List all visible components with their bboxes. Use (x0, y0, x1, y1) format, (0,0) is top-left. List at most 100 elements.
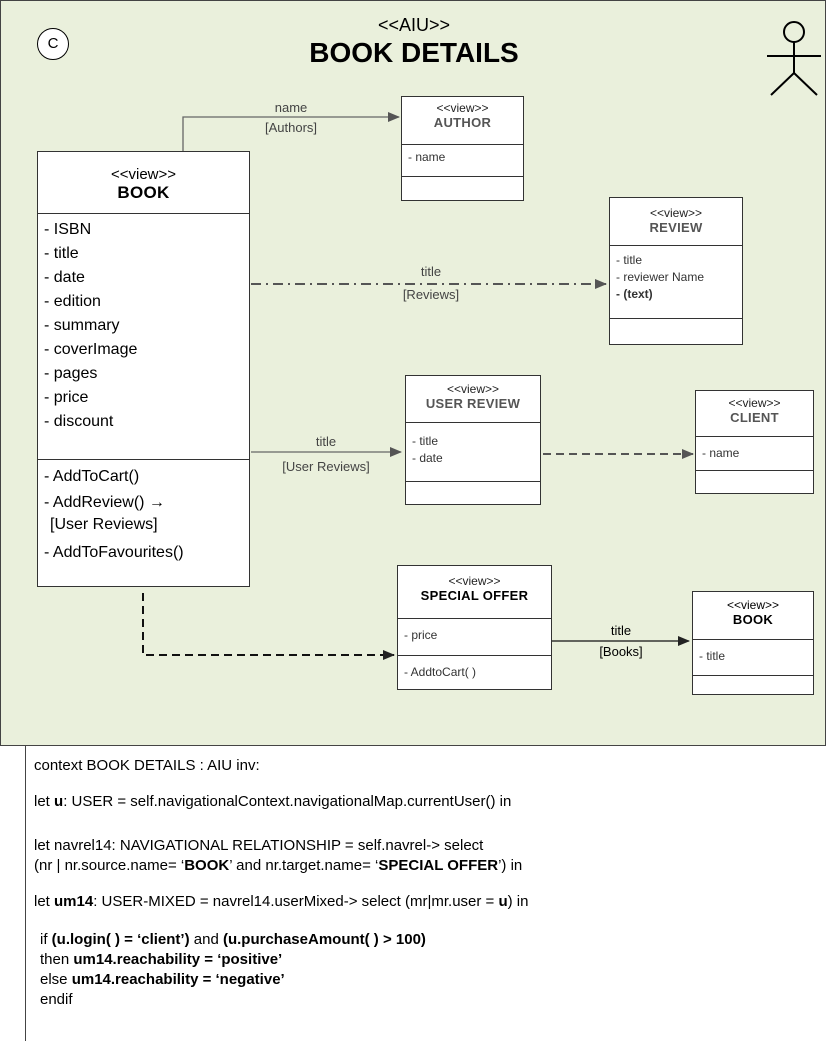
attribute: - name (408, 150, 446, 164)
ocl-text: ’) in (498, 857, 523, 874)
diagram-canvas: C <<AIU>> BOOK DETAILS <<view>> BOOK - I… (0, 0, 826, 746)
class-review: <<view>> REVIEW - title - reviewer Name … (609, 197, 743, 345)
stereotype: <<view>> (436, 101, 489, 115)
ocl-text: if (40, 931, 52, 948)
class-user-review-header: <<view>> USER REVIEW (406, 376, 540, 423)
ocl-var: (u.purchaseAmount( ) > 100) (222, 931, 426, 948)
class-author: <<view>> AUTHOR - name (401, 96, 524, 201)
aiu-stereotype: <<AIU>> (377, 15, 451, 35)
attributes: - name (402, 145, 523, 177)
ocl-line: let u: USER = self.navigationalContext.n… (34, 792, 511, 812)
link-authors (182, 112, 400, 151)
operations (696, 471, 813, 479)
class-book-target: <<view>> BOOK - title (692, 591, 814, 695)
ocl-var: SPECIAL OFFER (378, 857, 499, 874)
operation: - AddToFavourites() (44, 544, 184, 561)
stereotype: <<view>> (728, 396, 781, 410)
ocl-text: ) in (507, 893, 529, 910)
attribute: - discount (44, 413, 114, 430)
attribute: - edition (44, 293, 101, 310)
ocl-var: u (498, 893, 508, 910)
class-name: AUTHOR (433, 115, 492, 130)
operations (610, 319, 742, 327)
class-book: <<view>> BOOK - ISBN - title - date - ed… (37, 151, 250, 587)
ocl-text: (nr | nr.source.name= ‘ (34, 857, 185, 874)
class-name: CLIENT (730, 410, 779, 425)
ocl-text: endif (40, 991, 73, 1008)
link-authors-index: [Authors] (264, 120, 318, 135)
link-user-reviews-index: [User Reviews] (282, 459, 370, 474)
class-user-review: <<view>> USER REVIEW - title - date (405, 375, 541, 505)
link-user-reviews-label: title (315, 434, 337, 449)
ocl-line: (nr | nr.source.name= ‘BOOK’ and nr.targ… (34, 856, 522, 876)
attribute: - title (44, 245, 79, 262)
ocl-var: um14 (54, 893, 94, 910)
attribute: - title (699, 649, 726, 663)
attributes: - title (693, 640, 813, 676)
ocl-line: else um14.reachability = ‘negative’ (40, 970, 285, 990)
stereotype: <<view>> (649, 206, 703, 220)
ocl-var: (u.login( ) = ‘client’) (51, 931, 190, 948)
link-reviews-index: [Reviews] (402, 287, 460, 302)
class-name: REVIEW (649, 220, 703, 235)
connectors-layer (142, 21, 821, 660)
attributes: - title - date (406, 423, 540, 482)
attributes: - title - reviewer Name - (text) (610, 246, 742, 319)
ocl-text: and (189, 931, 223, 948)
ocl-line: if (u.login( ) = ‘client’) and (u.purcha… (40, 930, 426, 950)
attributes: - name (696, 437, 813, 471)
class-review-header: <<view>> REVIEW (610, 198, 742, 246)
class-name: BOOK (732, 612, 774, 627)
operation: - AddToCart() (44, 468, 140, 485)
operations: - AddtoCart( ) (398, 656, 551, 685)
operations: - AddToCart() - AddReview() → [User Revi… (38, 460, 249, 566)
operation: - AddtoCart( ) (404, 665, 477, 679)
class-client: <<view>> CLIENT - name (695, 390, 814, 494)
class-author-header: <<view>> AUTHOR (402, 97, 523, 145)
class-special-offer-header: <<view>> SPECIAL OFFER (398, 566, 551, 619)
ocl-line: endif (40, 990, 73, 1010)
operation: - AddReview() → (44, 494, 165, 511)
attribute: - title (616, 253, 643, 267)
text-section-border (25, 746, 26, 1041)
class-client-header: <<view>> CLIENT (696, 391, 813, 437)
attribute: - date (44, 269, 85, 286)
attribute: - summary (44, 317, 120, 334)
ocl-text: let (34, 793, 55, 810)
operation: [User Reviews] (50, 516, 158, 533)
stereotype: <<view>> (110, 166, 177, 183)
stereotype: <<view>> (726, 598, 780, 612)
attribute: - title (412, 434, 439, 448)
ocl-line: then um14.reachability = ‘positive’ (40, 950, 282, 970)
ocl-var: BOOK (184, 857, 230, 874)
ocl-text: ’ and nr.target.name= ‘ (229, 857, 379, 874)
attributes: - ISBN - title - date - edition - summar… (38, 214, 249, 460)
class-special-offer: <<view>> SPECIAL OFFER - price - AddtoCa… (397, 565, 552, 690)
operations (693, 676, 813, 684)
operations (406, 482, 540, 490)
class-name: USER REVIEW (425, 396, 521, 411)
link-reviews-label: title (420, 264, 442, 279)
attribute: - coverImage (44, 341, 138, 358)
attribute: - reviewer Name (616, 270, 705, 284)
operations (402, 177, 523, 185)
class-book-target-header: <<view>> BOOK (693, 592, 813, 640)
attribute: - price (44, 389, 89, 406)
page-title: BOOK DETAILS (309, 37, 519, 68)
stereotype: <<view>> (448, 574, 501, 588)
ocl-var: um14.reachability = ‘positive’ (73, 951, 283, 968)
class-book-header: <<view>> BOOK (38, 152, 249, 214)
actor-icon (767, 21, 821, 96)
link-books-index: [Books] (599, 644, 643, 659)
attribute: - (text) (616, 287, 653, 301)
stereotype: <<view>> (446, 382, 500, 396)
context-class-badge: C (37, 28, 69, 60)
attribute: - ISBN (44, 221, 92, 238)
ocl-line: let navrel14: NAVIGATIONAL RELATIONSHIP … (34, 836, 483, 856)
class-name: SPECIAL OFFER (420, 588, 529, 603)
link-special-offer (142, 593, 395, 660)
ocl-line: context BOOK DETAILS : AIU inv: (34, 756, 260, 776)
link-authors-label: name (274, 100, 308, 115)
attribute: - pages (44, 365, 98, 382)
ocl-text: : USER-MIXED = navrel14.userMixed-> sele… (93, 893, 499, 910)
